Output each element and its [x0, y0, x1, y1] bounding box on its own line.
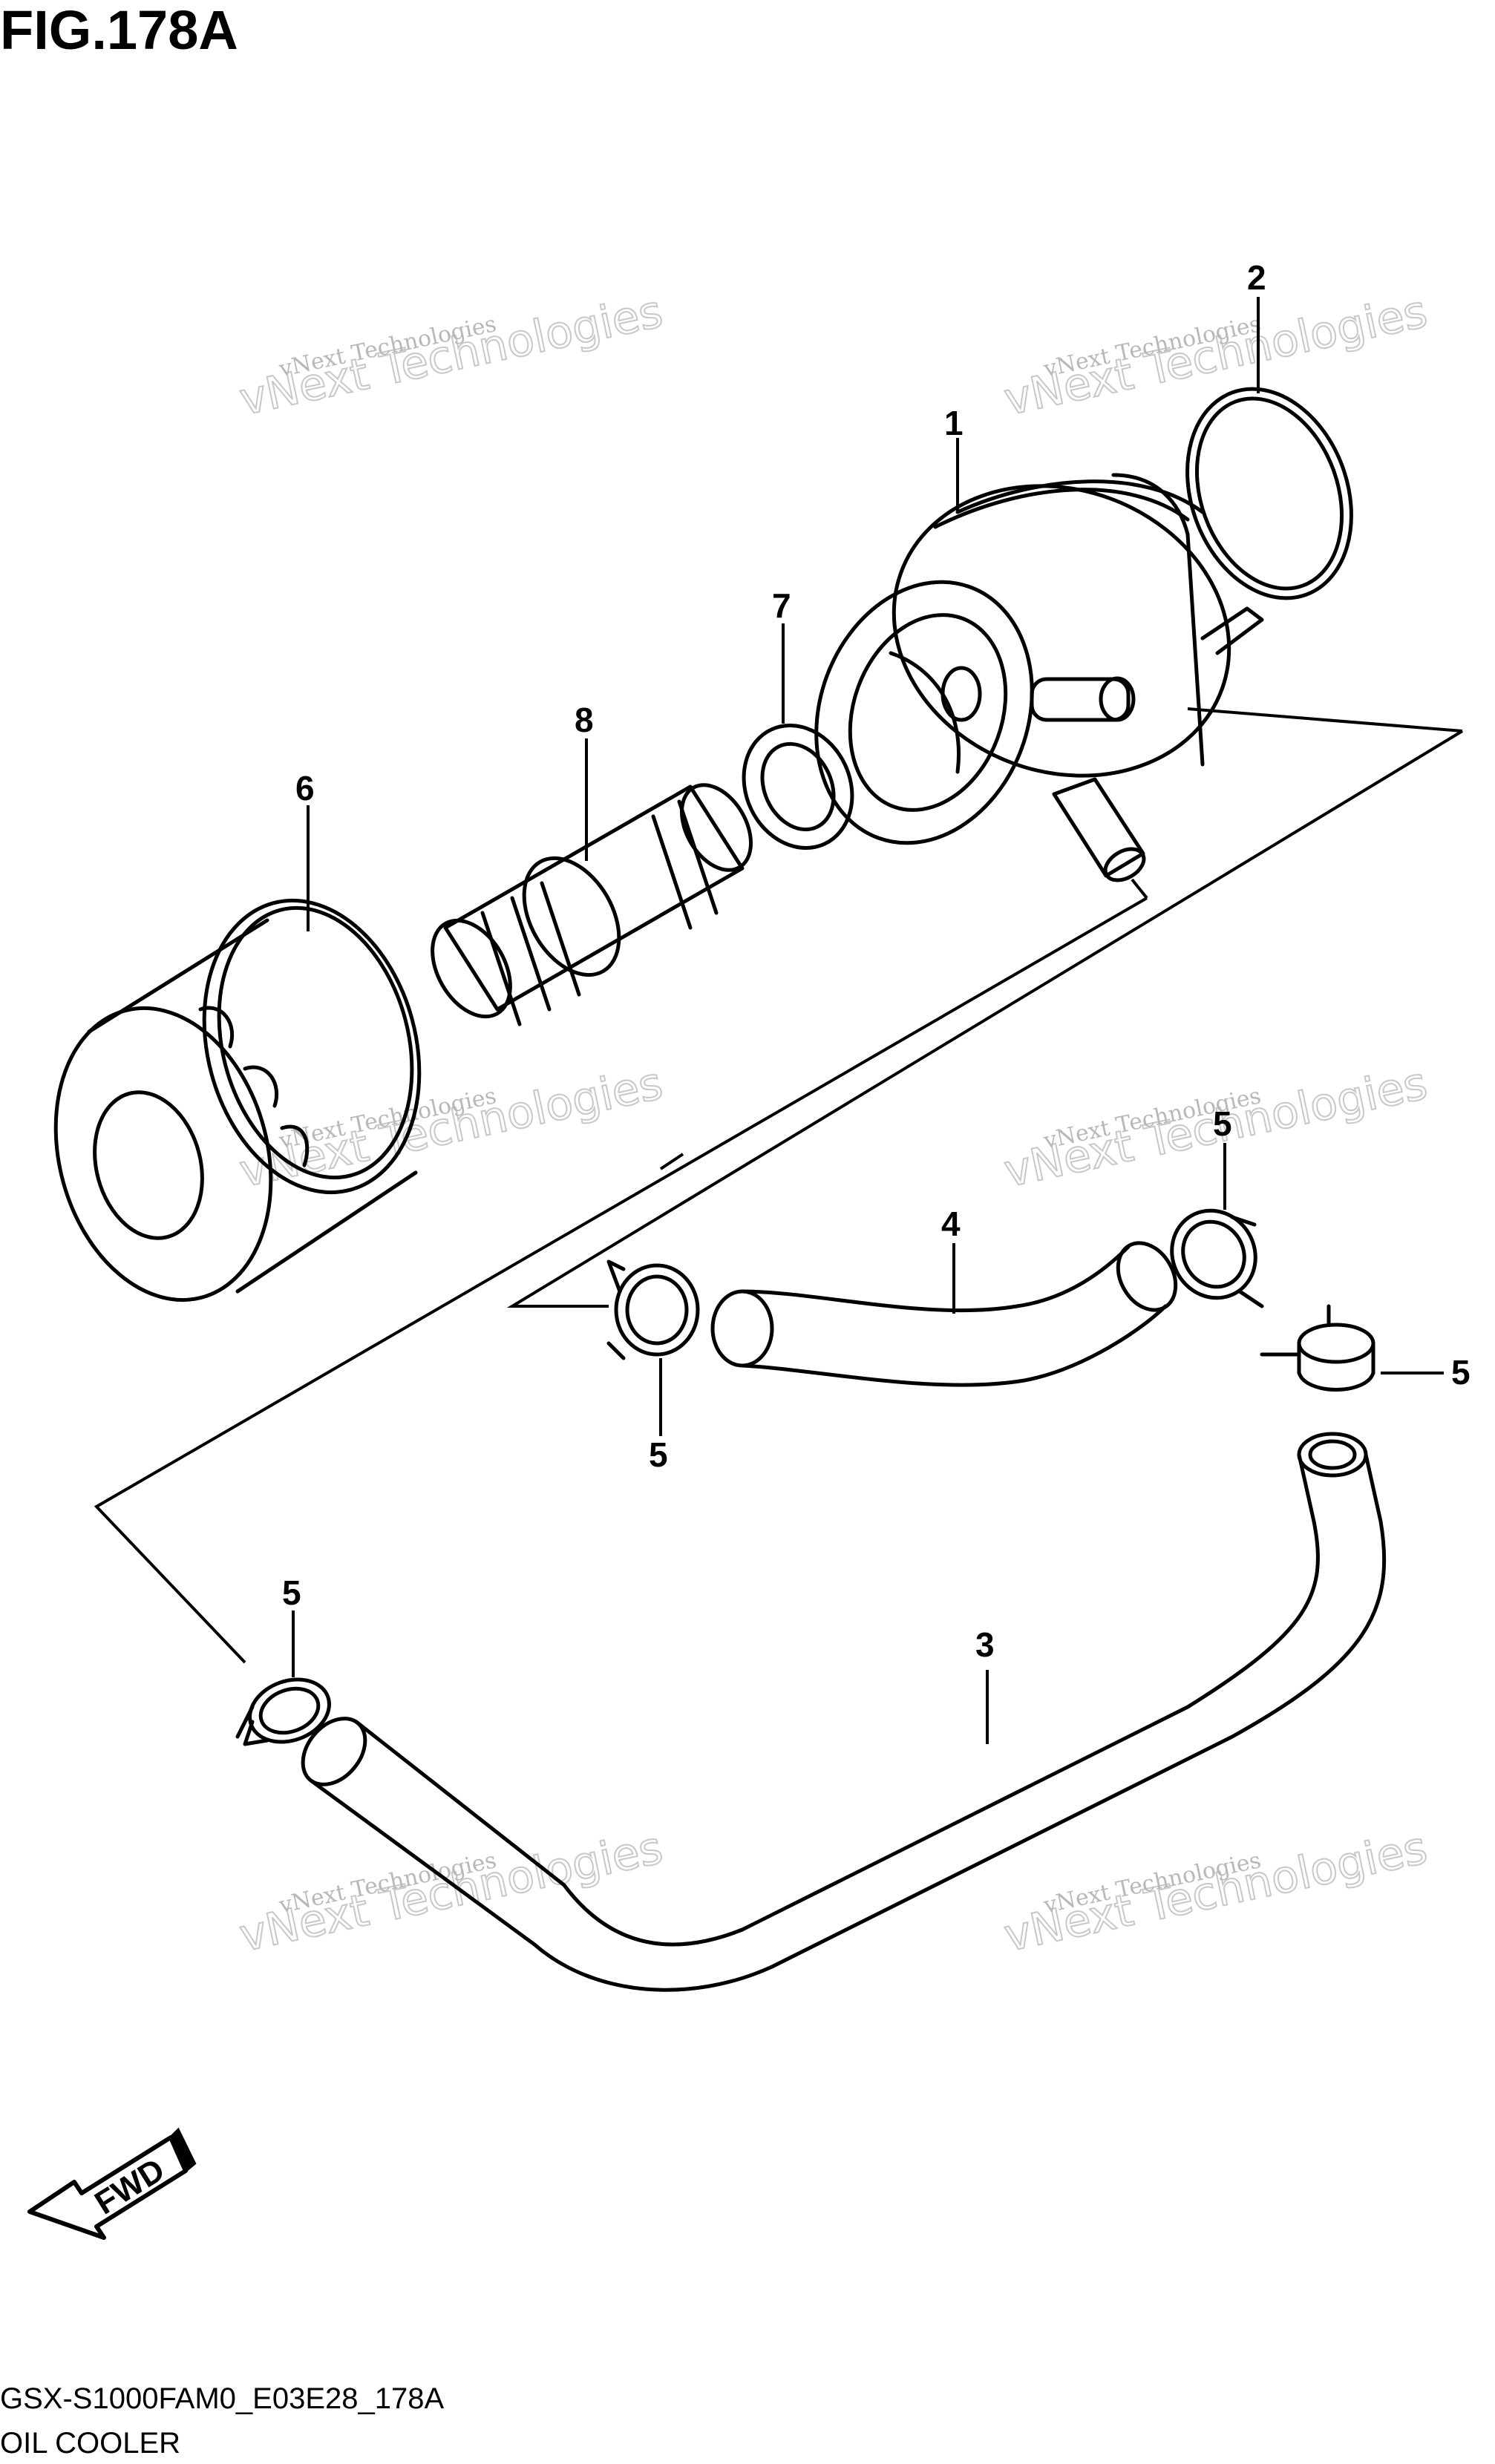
- callout-3: 3: [975, 1625, 995, 1664]
- watermark: vNext Technologies vNext Technologies: [235, 1057, 668, 1199]
- gasket-part[interactable]: [724, 707, 872, 865]
- long-hose-part[interactable]: [290, 1432, 1387, 1992]
- callout-7: 7: [772, 586, 791, 625]
- callout-4: 4: [941, 1205, 961, 1243]
- watermark: vNext Technologies vNext Technologies: [235, 285, 668, 427]
- figure-caption: OIL COOLER: [0, 2427, 180, 2460]
- assembly-outline: [94, 707, 1464, 1664]
- o-ring-part[interactable]: [1159, 366, 1380, 621]
- callout-8: 8: [575, 701, 594, 739]
- leader-lines: [292, 297, 1444, 1744]
- watermark: vNext Technologies vNext Technologies: [235, 1821, 668, 1963]
- callout-5c: 5: [649, 1435, 668, 1474]
- callout-5d: 5: [282, 1573, 301, 1612]
- callout-6: 6: [295, 769, 315, 807]
- short-hose-part[interactable]: [710, 1233, 1187, 1387]
- oil-filter-part[interactable]: [24, 877, 451, 1325]
- callout-1: 1: [944, 404, 964, 442]
- oil-cooler-part[interactable]: [781, 440, 1270, 887]
- forward-arrow-icon: FWD: [27, 2127, 197, 2240]
- callout-5b: 5: [1451, 1353, 1471, 1392]
- hose-clamp-part[interactable]: [1260, 1304, 1375, 1392]
- hose-clamp-part[interactable]: [606, 1259, 700, 1360]
- callout-5a: 5: [1213, 1104, 1232, 1143]
- union-bolt-part[interactable]: [416, 773, 765, 1030]
- watermark: vNext Technologies vNext Technologies: [999, 1821, 1433, 1963]
- hose-clamp-part[interactable]: [235, 1669, 338, 1753]
- hose-clamp-part[interactable]: [1156, 1196, 1271, 1314]
- callout-2: 2: [1247, 258, 1266, 297]
- figure-code: GSX-S1000FAM0_E03E28_178A: [0, 2382, 445, 2415]
- callout-labels: 1 2 3 4 5 5 5 5 6 7 8: [282, 258, 1471, 1664]
- figure-title: FIG.178A: [0, 0, 238, 61]
